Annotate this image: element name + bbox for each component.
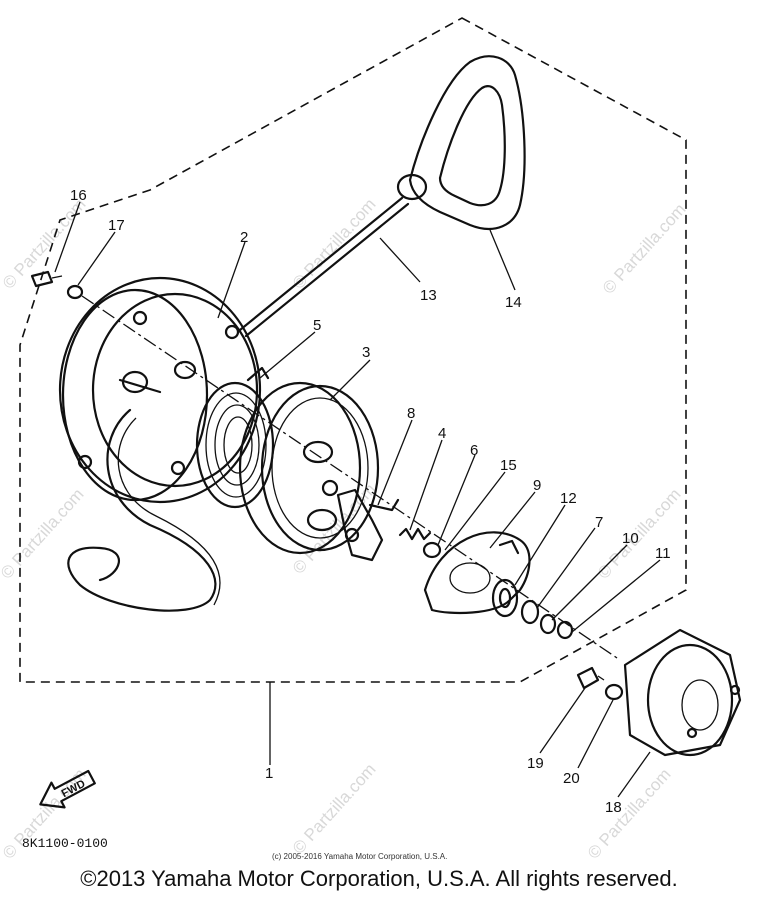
kill-switch-wire-inner	[117, 417, 221, 606]
watermark-text: © Partzilla.com	[594, 485, 685, 583]
washer-20	[604, 683, 624, 701]
washer-17	[66, 284, 84, 300]
callout-18: 18	[605, 799, 622, 816]
callout-16: 16	[70, 187, 87, 204]
callout-2: 2	[240, 229, 248, 246]
sheave-drum	[238, 381, 380, 555]
drive-plate	[423, 531, 531, 615]
washer-stack	[491, 578, 574, 640]
callout-14: 14	[505, 294, 522, 311]
assembly-axis	[81, 295, 621, 661]
callout-4: 4	[438, 425, 446, 442]
callout-11: 11	[655, 545, 671, 562]
ratchet-pawl	[336, 488, 400, 562]
callout-1: 1	[265, 765, 273, 782]
callout-9: 9	[533, 477, 541, 494]
starter-handle	[396, 55, 526, 230]
callout-12: 12	[560, 490, 577, 507]
watermark-text: © Partzilla.com	[0, 195, 90, 293]
pawl-spring	[398, 527, 442, 559]
watermark-text: © Partzilla.com	[599, 200, 690, 298]
part-code: 8K1100-0100	[22, 836, 108, 851]
leader-lines	[54, 201, 661, 798]
callout-10: 10	[622, 530, 639, 547]
watermark-text: © Partzilla.com	[0, 485, 88, 583]
callout-6: 6	[470, 442, 478, 459]
starter-case	[58, 276, 262, 504]
callout-15: 15	[500, 457, 517, 474]
callout-7: 7	[595, 514, 603, 531]
starter-rope	[238, 196, 410, 338]
callout-20: 20	[563, 770, 580, 787]
bolt-19	[576, 666, 605, 690]
watermark-text: © Partzilla.com	[289, 760, 380, 858]
callout-17: 17	[108, 217, 125, 234]
bolt-16	[30, 270, 63, 288]
kill-switch-wire	[67, 408, 217, 612]
copyright-notice: ©2013 Yamaha Motor Corporation, U.S.A. A…	[80, 866, 678, 891]
watermark-text: © Partzilla.com	[584, 765, 675, 863]
spiral-spring	[195, 366, 275, 509]
callout-19: 19	[527, 755, 544, 772]
callouts: 1 2 3 4 5 6 7 8 9 10 11 12 13 14 15 16 1…	[70, 187, 671, 816]
callout-3: 3	[362, 344, 370, 361]
callout-13: 13	[420, 287, 437, 304]
fine-print: (c) 2005-2016 Yamaha Motor Corporation, …	[272, 852, 447, 861]
callout-8: 8	[407, 405, 415, 422]
assembly-boundary	[19, 17, 687, 683]
starter-pulley	[623, 628, 742, 757]
callout-5: 5	[313, 317, 321, 334]
